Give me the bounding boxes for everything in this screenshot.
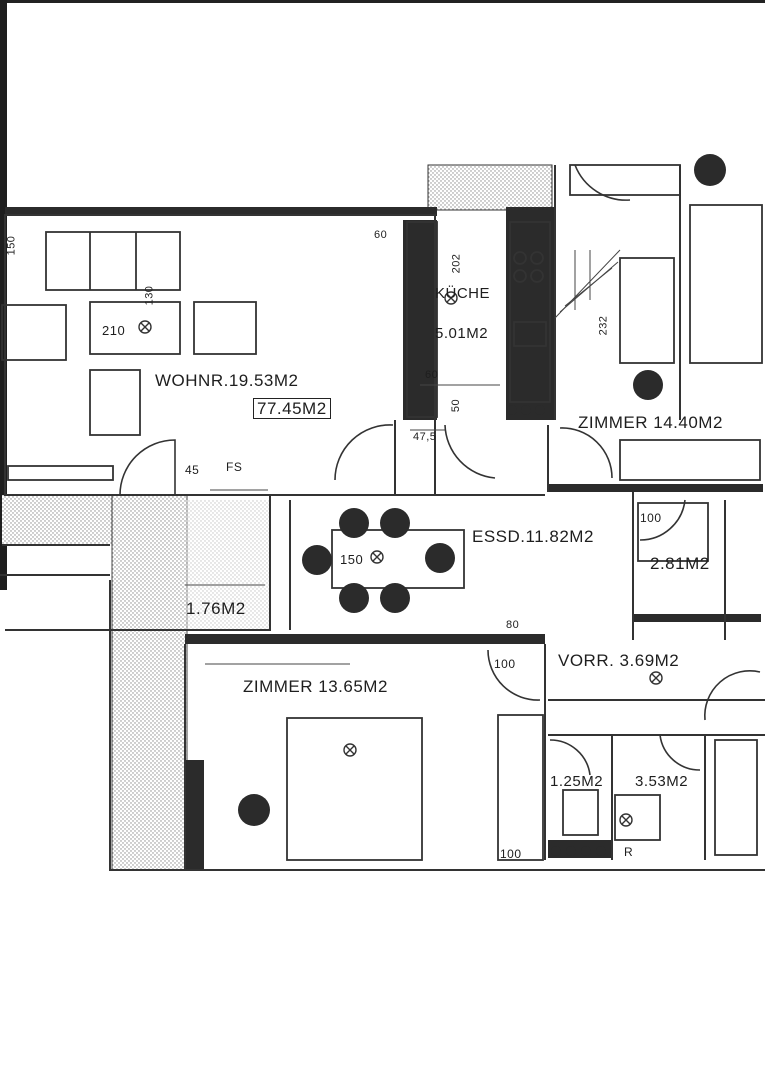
- annotation-r: R: [624, 845, 634, 859]
- light-symbols: [138, 291, 663, 827]
- annotation-60: 60: [374, 229, 388, 241]
- room-area-bath-small: 2.81M2: [650, 554, 710, 573]
- dimension-lines: [185, 249, 621, 665]
- loggia-hatch-side: [111, 494, 188, 871]
- bedroom2-furniture: [286, 714, 544, 861]
- scan-top-edge: [0, 0, 765, 3]
- room-area-loggia: 1.76M2: [186, 599, 246, 618]
- thin-walls: [0, 165, 765, 871]
- annotation-table-150: 150: [340, 552, 364, 567]
- annotation-door-100-a: 100: [640, 511, 662, 525]
- annotation-table-210: 210: [102, 323, 126, 338]
- annotation-50: 50: [450, 398, 463, 413]
- balcony-hatch: [427, 164, 553, 211]
- annotation-202: 202: [450, 253, 463, 274]
- annotation-232: 232: [597, 315, 610, 336]
- living-furniture: [1, 231, 257, 481]
- annotation-door-100-c: 100: [500, 847, 522, 861]
- walls: [5, 207, 763, 870]
- annotation-fs: FS: [226, 460, 243, 474]
- dining-set: [302, 508, 465, 613]
- bath-fixtures: [562, 502, 758, 856]
- annotation-80: 80: [506, 619, 520, 631]
- room-label-wohnraum: WOHNR.19.53M2: [155, 371, 299, 390]
- room-label-zimmer-2: ZIMMER 13.65M2: [243, 677, 388, 696]
- room-label-essd: ESSD.11.82M2: [472, 527, 594, 546]
- kitchen-counter: [406, 221, 551, 418]
- plant-markers: [238, 154, 726, 826]
- annotation-door-100-b: 100: [494, 657, 516, 671]
- door-swings: [119, 164, 761, 776]
- annotation-130: 130: [143, 285, 156, 306]
- room-label-vorraum: VORR. 3.69M2: [558, 651, 680, 670]
- scan-left-edge: [0, 0, 7, 590]
- annotation-45: 45: [185, 463, 200, 477]
- annotation-60-kitchen: 60: [425, 369, 439, 381]
- room-area-wc: 1.25M2: [550, 773, 604, 790]
- room-label-kueche: KÜCHE: [435, 285, 491, 302]
- annotation-47-5: 47,5: [413, 431, 437, 443]
- total-area-label: 77.45M2: [253, 398, 331, 419]
- annotation-150-edge: 150: [5, 235, 18, 256]
- loggia-hatch-top: [2, 495, 112, 545]
- loggia-hatch-inner: [182, 500, 270, 630]
- room-area-kueche: 5.01M2: [435, 325, 489, 342]
- room-label-zimmer-1: ZIMMER 14.40M2: [578, 413, 723, 432]
- bedroom1-furniture: [569, 164, 763, 481]
- room-area-bad: 3.53M2: [635, 773, 689, 790]
- kitchen-vent-circles: [507, 405, 606, 856]
